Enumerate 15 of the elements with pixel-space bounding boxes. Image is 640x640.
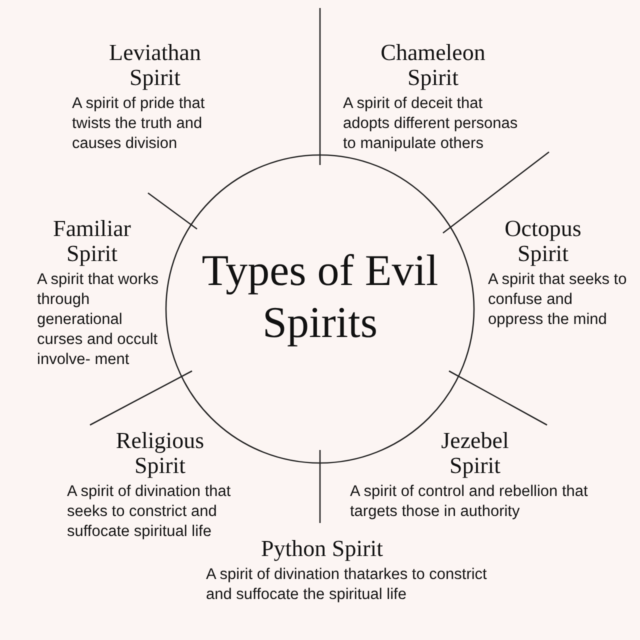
diagram-title: Types of Evil Spirits (200, 245, 440, 349)
description-text: A spirit that works through generational curses and occult involve- ment (37, 270, 160, 370)
description-text: A spirit of divination that seeks to constrict and suffocate spiritual life (67, 482, 232, 542)
section-heading: Python Spirit (260, 536, 384, 561)
section-heading: Octopus Spirit (504, 216, 582, 266)
section-heading: Familiar Spirit (52, 216, 132, 266)
description-text: A spirit of control and rebellion that targets those in authority (350, 482, 589, 522)
description-text: A spirit of pride that twists the truth and causes division (72, 94, 206, 154)
description-text: A spirit that seeks to confuse and oppress the mind (488, 270, 628, 330)
section-heading: Chameleon Spirit (380, 40, 486, 90)
description-text: A spirit of deceit that adopts different personas to manipulate others (343, 94, 519, 154)
description-text: A spirit of divination thatarkes to constrict and suffocate the spiritual life (206, 565, 488, 605)
section-heading: Leviathan Spirit (108, 40, 202, 90)
section-heading: Jezebel Spirit (440, 428, 510, 478)
section-heading: Religious Spirit (114, 428, 206, 478)
